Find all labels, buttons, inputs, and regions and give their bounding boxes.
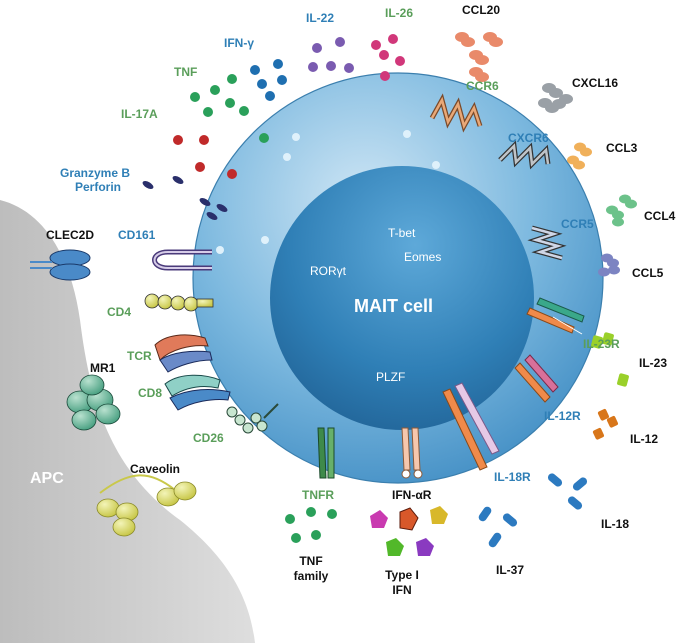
ccl5-molecules [598, 253, 620, 277]
cxcl16-label: CXCL16 [572, 76, 619, 90]
mait-cell-title: MAIT cell [354, 296, 434, 316]
il23-molecules [591, 332, 629, 387]
ccl4-molecules [606, 194, 637, 227]
il26-label: IL-26 [385, 6, 414, 20]
plzf-label: PLZF [376, 370, 406, 384]
cxcr6-receptor-core [499, 143, 550, 167]
il12-molecules [592, 409, 618, 440]
tnf-family-label-line1: TNF [299, 554, 323, 568]
cd26-receptor [226, 403, 279, 434]
vesicles [216, 130, 440, 254]
ifng-molecules [250, 59, 287, 101]
apc-cell [0, 200, 255, 643]
type1-ifn-molecules [370, 506, 448, 556]
il23-label: IL-23 [639, 356, 668, 370]
il37-label: IL-37 [496, 563, 525, 577]
tnf-label: TNF [174, 65, 198, 79]
cxcl16-molecules [538, 83, 573, 113]
il23r-receptor [526, 297, 585, 335]
il37-molecules [478, 506, 518, 548]
cd4-label: CD4 [107, 305, 132, 319]
tnfr-receptor [317, 427, 335, 479]
clec2d-label: CLEC2D [46, 228, 95, 242]
cd8-label: CD8 [138, 386, 163, 400]
granzyme-perforin-granules [142, 176, 228, 220]
il22-label: IL-22 [306, 11, 335, 25]
il17a-label: IL-17A [121, 107, 158, 121]
mait-cell-nucleus [270, 166, 534, 430]
apc-label: APC [30, 470, 64, 487]
il18-molecules [547, 473, 588, 510]
tnf-family-label-line2: family [293, 569, 329, 583]
mr1-label: MR1 [90, 361, 116, 375]
mr1-molecule [66, 374, 121, 431]
il18r-receptor [442, 382, 500, 471]
cd161-receptor [152, 249, 212, 271]
il12r-receptor [514, 354, 559, 403]
granzyme-b-label: Granzyme B [60, 166, 131, 180]
ccr5-label: CCR5 [561, 217, 594, 231]
type1-ifn-label-line2: IFN [392, 583, 412, 597]
ror-label: RORγt [310, 264, 346, 278]
ccl3-label: CCL3 [606, 141, 638, 155]
ccl20-molecules [455, 32, 503, 82]
cd26-label: CD26 [193, 431, 224, 445]
tbet-label: T-bet [388, 226, 416, 240]
ifnar-receptor [401, 427, 423, 479]
il18-label: IL-18 [601, 517, 630, 531]
ccl5-label: CCL5 [632, 266, 664, 280]
ccl3-molecules [567, 142, 592, 170]
ccr6-receptor-core [430, 96, 482, 130]
cd161-label: CD161 [118, 228, 156, 242]
ccl4-label: CCL4 [644, 209, 676, 223]
tcr-receptor [154, 334, 213, 373]
type1-ifn-label-line1: Type I [385, 568, 419, 582]
ifng-label: IFN-γ [224, 36, 254, 50]
il18r-label: IL-18R [494, 470, 531, 484]
il23r-label: IL-23R [583, 337, 620, 351]
cd4-receptor [144, 293, 214, 312]
il12r-label: IL-12R [544, 409, 581, 423]
tcr-label: TCR [127, 349, 152, 363]
clec2d-molecule [30, 249, 91, 281]
tnfr-label: TNFR [302, 488, 334, 502]
ifnar-label: IFN-αR [392, 488, 432, 502]
il12-label: IL-12 [630, 432, 659, 446]
cxcr6-label: CXCR6 [508, 131, 549, 145]
cd8-receptor [164, 374, 231, 411]
tnf-molecules [190, 74, 269, 143]
perforin-label: Perforin [75, 180, 122, 194]
ccr6-label: CCR6 [466, 79, 499, 93]
eomes-label: Eomes [404, 250, 442, 264]
caveolin-label: Caveolin [130, 462, 181, 476]
caveolin-molecule [96, 474, 197, 537]
il22-molecules [308, 37, 354, 73]
ccl20-label: CCL20 [462, 3, 501, 17]
ccr5-receptor-core [531, 226, 563, 260]
il17a-molecules [173, 135, 237, 179]
tnf-family-molecules [285, 507, 337, 543]
il26-molecules [371, 34, 405, 81]
